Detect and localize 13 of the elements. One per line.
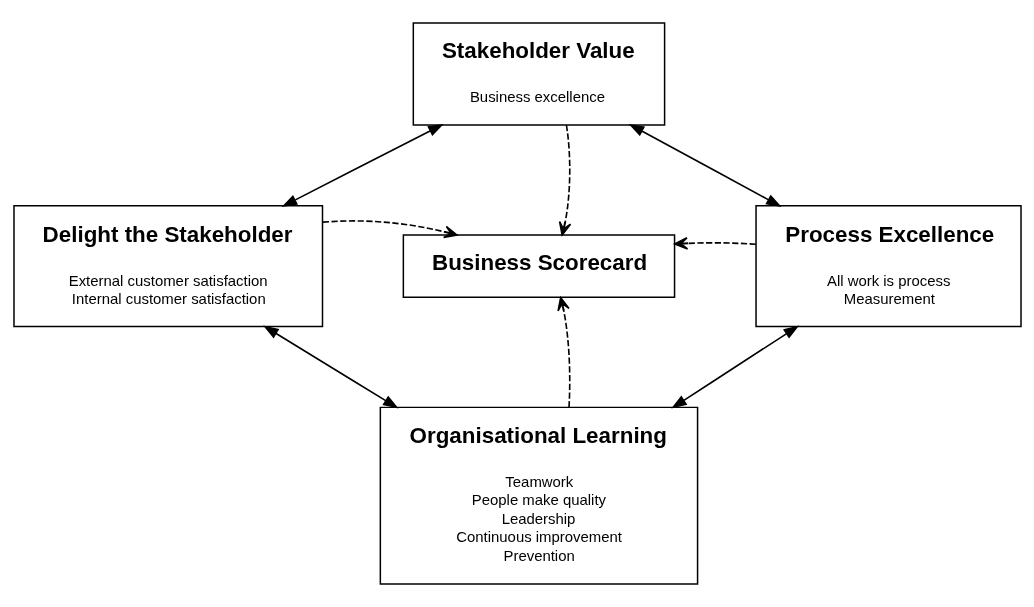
arrow [670,325,799,409]
node-box: Stakeholder Value Business excellence [412,22,665,126]
arrow [262,325,399,409]
arrow [628,123,782,207]
node-box: Business Scorecard [402,234,675,299]
arrow [321,220,458,239]
node-box: Delight the Stakeholder External customer satisfaction Internal customer satisfaction [12,205,323,328]
arrow [556,296,571,409]
node-box: Organisational Learning Teamwork People make quality Leadership Continuous improvement Prevention [379,406,698,585]
arrow [281,123,444,207]
arrow [558,124,571,236]
arrow [673,237,757,250]
node-box: Process Excellence All work is process Measurement [754,205,1022,328]
